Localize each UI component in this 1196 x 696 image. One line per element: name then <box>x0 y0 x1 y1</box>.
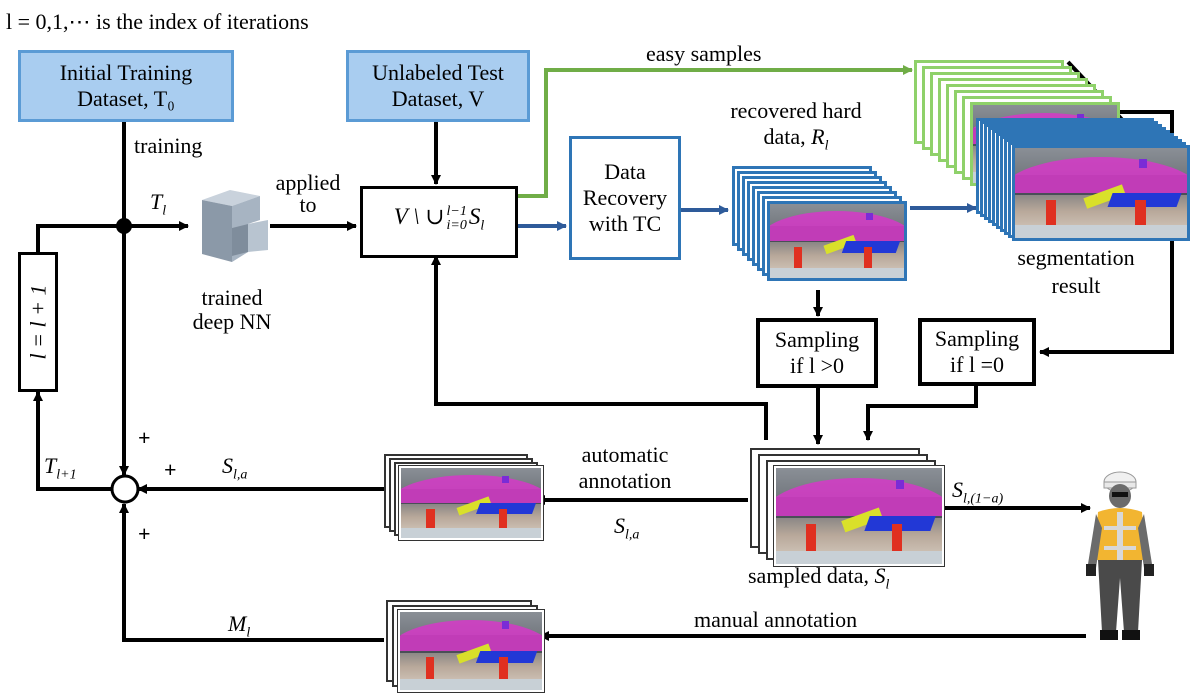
plus-bottom: + <box>138 521 151 546</box>
iteration-increment-text: l = l + 1 <box>25 284 51 360</box>
data-recovery-box: Data Recovery with TC <box>569 136 681 260</box>
plus-top: + <box>138 425 151 450</box>
t-l1-label: Tl+1 <box>44 453 77 483</box>
initial-training-line2: Dataset, T₀ <box>77 86 175 111</box>
manual-annotation-label: manual annotation <box>694 607 858 632</box>
applied-to-label: applied to <box>275 170 341 217</box>
sampling-hard-line1: Sampling <box>774 327 860 352</box>
training-label: training <box>134 133 203 158</box>
recovered-hard-label: recovered hard data, Rl <box>730 98 862 154</box>
automatic-annotation-label: automatic annotation <box>578 442 672 493</box>
manual-annotation-stack-layer <box>397 609 545 693</box>
data-recovery-line3: with TC <box>588 211 662 236</box>
initial-training-line1: Initial Training <box>59 60 193 85</box>
easy-samples-label: easy samples <box>646 41 762 66</box>
trained-nn-icon <box>202 190 268 262</box>
wire-manual-to-sum <box>119 503 384 642</box>
recovered-hard-stack-layer <box>767 201 907 281</box>
wire-easy-sampling-to-sampled <box>863 384 978 441</box>
m-l-label: Ml <box>228 611 251 641</box>
tl-label: Tl <box>150 189 167 219</box>
initial-training-dataset-box: Initial Training Dataset, T₀ <box>18 50 234 122</box>
wire-iteration-to-junction <box>36 224 124 252</box>
wire-easy-samples <box>518 65 913 198</box>
data-recovery-line2: Recovery <box>582 185 668 210</box>
iteration-increment-box: l = l + 1 <box>18 252 58 392</box>
segmentation-result-label: segmentation result <box>1017 245 1135 298</box>
wire-sampled-to-pool <box>431 255 768 440</box>
summation-node <box>110 474 140 504</box>
s-l-1a-label: Sl,(1−a) <box>952 477 1004 507</box>
sampling-easy-line2: if l =0 <box>950 352 1004 377</box>
sampling-hard-box: Sampling if l >0 <box>756 318 878 388</box>
iteration-index-note: l = 0,1,⋯ is the index of iterations <box>6 9 309 34</box>
sampling-easy-line1: Sampling <box>934 326 1020 351</box>
data-recovery-line1: Data <box>604 159 646 184</box>
auto-annotation-stack-layer <box>398 465 544 541</box>
segmentation-stack-layer <box>1012 145 1190 241</box>
sampling-easy-box: Sampling if l =0 <box>918 318 1036 386</box>
sampling-hard-line2: if l >0 <box>790 353 844 378</box>
sampled-data-label: sampled data, Sl <box>748 563 890 593</box>
worker-icon <box>1086 471 1154 640</box>
unlabeled-test-line2: Dataset, V <box>391 86 485 111</box>
wire-sum-to-iteration <box>33 391 112 491</box>
trained-nn-label: trained deep NN <box>192 285 272 334</box>
unlabeled-test-line1: Unlabeled Test <box>372 60 504 85</box>
s-la-top-label: Sl,a <box>222 453 248 483</box>
sampled-data-stack-layer <box>773 465 945 567</box>
plus-right: + <box>164 457 177 482</box>
s-la-bottom-label: Sl,a <box>614 513 640 543</box>
unlabeled-test-dataset-box: Unlabeled Test Dataset, V <box>346 50 530 122</box>
